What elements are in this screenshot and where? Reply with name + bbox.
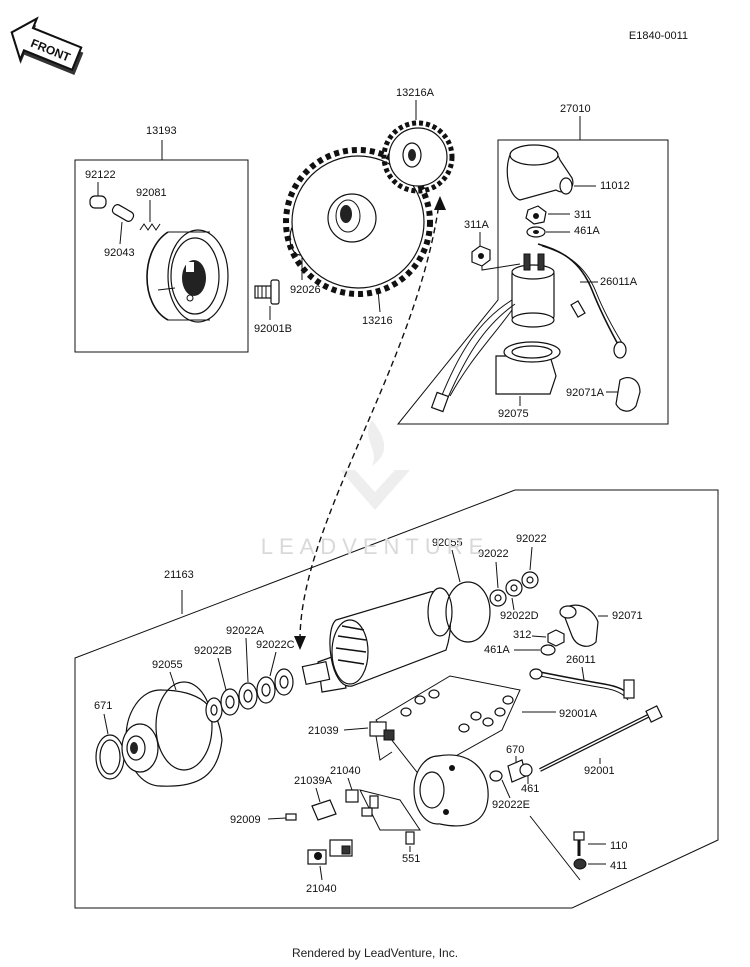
label-92081: 92081: [136, 187, 167, 199]
label-461A: 461A: [484, 644, 510, 656]
label-13216: 13216: [362, 315, 393, 327]
reference-code: E1840-0011: [628, 30, 688, 42]
watermark-text: LEADVENTURE: [260, 534, 490, 559]
label-92055: 92055: [152, 659, 183, 671]
label-311: 311: [574, 209, 592, 221]
label-21163: 21163: [164, 569, 194, 581]
label-11012: 11012: [600, 180, 630, 192]
label-311A: 311A: [464, 219, 490, 231]
label-110: 110: [610, 840, 628, 852]
label-21040-b: 21040: [306, 883, 337, 895]
label-13216A: 13216A: [396, 87, 435, 99]
label-92075: 92075: [498, 408, 529, 420]
label-27010: 27010: [560, 103, 591, 115]
label-92001B: 92001B: [254, 323, 292, 335]
label-92022D: 92022D: [500, 610, 539, 622]
starter-relay-group: 27010 11012 311 461A 311A 260: [396, 103, 669, 425]
label-92022A: 92022A: [226, 625, 265, 637]
label-92009: 92009: [230, 814, 261, 826]
label-21039A: 21039A: [294, 775, 333, 787]
starter-motor-group: 21163 671 92055 92022B 92022A 92022C: [74, 489, 719, 909]
label-461A-top: 461A: [574, 225, 600, 237]
starter-clutch-group: 13193 92122 92081 92043 92001B: [74, 125, 292, 353]
label-92001: 92001: [584, 765, 615, 777]
label-92043: 92043: [104, 247, 135, 259]
label-21040-a: 21040: [330, 765, 361, 777]
label-92001A: 92001A: [559, 708, 598, 720]
label-92022C: 92022C: [256, 639, 295, 651]
label-13193: 13193: [146, 125, 177, 137]
label-411: 411: [610, 860, 628, 872]
label-551: 551: [402, 853, 420, 865]
gear-group: 92026 13216 13216A: [283, 87, 455, 327]
label-92071A: 92071A: [566, 387, 605, 399]
label-92122: 92122: [85, 169, 116, 181]
label-92022B: 92022B: [194, 645, 232, 657]
label-461: 461: [521, 783, 539, 795]
label-21039: 21039: [308, 725, 339, 737]
label-92022-a: 92022: [478, 548, 509, 560]
label-312: 312: [513, 629, 531, 641]
label-92055-top: 92055: [432, 537, 463, 549]
footer-credit: Rendered by LeadVenture, Inc.: [291, 946, 459, 960]
label-670: 670: [506, 744, 524, 756]
label-92071: 92071: [612, 610, 643, 622]
label-26011A: 26011A: [600, 276, 638, 288]
label-92022E: 92022E: [492, 799, 530, 811]
label-92022-b: 92022: [516, 533, 547, 545]
label-671: 671: [94, 700, 112, 712]
front-arrow-icon: FRONT: [10, 16, 84, 75]
label-92026: 92026: [290, 284, 321, 296]
label-26011: 26011: [566, 654, 596, 666]
engagement-arrow: [299, 195, 441, 641]
watermark-logo: [340, 420, 410, 510]
